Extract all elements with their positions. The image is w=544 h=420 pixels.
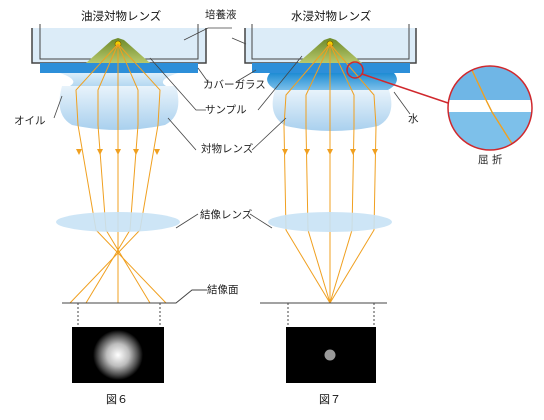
cover-glass bbox=[40, 63, 198, 73]
leader-lines bbox=[53, 27, 411, 229]
label-culture-medium: 培養液 bbox=[205, 8, 237, 21]
label-image-plane: 結像面 bbox=[207, 283, 239, 296]
label-water: 水 bbox=[408, 113, 419, 125]
oil-image-plane bbox=[62, 289, 207, 304]
oil-imaging-lens bbox=[56, 212, 180, 232]
figure7-caption: 図７ bbox=[319, 393, 341, 406]
label-imaging-lens: 結像レンズ bbox=[200, 208, 252, 221]
label-oil: オイル bbox=[14, 115, 46, 127]
label-sample: サンプル bbox=[205, 104, 247, 116]
oil-ray-arrows bbox=[76, 149, 160, 155]
oil-light-rays bbox=[69, 43, 167, 304]
water-imaging-lens bbox=[268, 212, 392, 232]
label-refraction: 屈 折 bbox=[478, 153, 503, 166]
refraction-callout-marker bbox=[346, 61, 364, 79]
water bbox=[267, 73, 397, 90]
water-panel-title: 水浸対物レンズ bbox=[291, 9, 371, 23]
water-immersion-panel: 水浸対物レンズ 図７ bbox=[244, 9, 533, 406]
objective-lens-right bbox=[272, 90, 392, 131]
cover-glass-right bbox=[252, 63, 410, 73]
label-cover-glass: カバーガラス bbox=[203, 79, 266, 91]
label-objective-lens: 対物レンズ bbox=[201, 142, 253, 155]
water-ray-arrows bbox=[282, 149, 378, 155]
objective-lens bbox=[59, 86, 179, 130]
refraction-magnifier bbox=[447, 65, 533, 151]
oil-panel-title: 油浸対物レンズ bbox=[81, 9, 161, 23]
figure6-caption: 図６ bbox=[106, 393, 128, 406]
blurred-spot bbox=[93, 330, 143, 380]
water-light-rays bbox=[283, 43, 377, 304]
oil-immersion-panel: 油浸対物レンズ bbox=[31, 9, 207, 406]
oil bbox=[60, 73, 178, 86]
sharp-spot bbox=[324, 349, 336, 361]
